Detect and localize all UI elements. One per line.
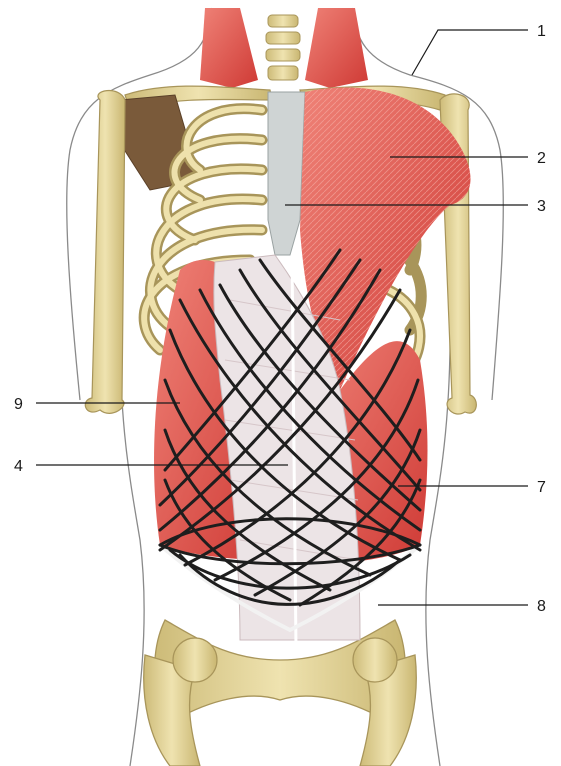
label-2: 2 bbox=[537, 150, 546, 167]
label-4: 4 bbox=[14, 458, 23, 475]
cervical-spine bbox=[266, 15, 300, 80]
label-1: 1 bbox=[537, 23, 546, 40]
sternum bbox=[268, 92, 305, 255]
label-8: 8 bbox=[537, 598, 546, 615]
leader-line-1 bbox=[412, 30, 528, 75]
label-7: 7 bbox=[537, 479, 546, 496]
label-9: 9 bbox=[14, 396, 23, 413]
label-3: 3 bbox=[537, 198, 546, 215]
